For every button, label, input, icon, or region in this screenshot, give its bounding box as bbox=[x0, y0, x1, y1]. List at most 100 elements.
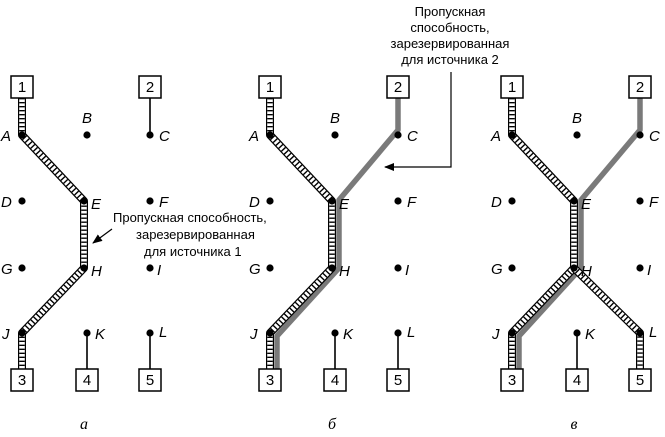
panel-3-node-label-B: B bbox=[572, 110, 582, 127]
panel-1-node-L bbox=[146, 329, 154, 337]
panel-2-node-label-G: G bbox=[249, 261, 261, 278]
panel-3-reserved-paths bbox=[508, 98, 644, 369]
panel-3-node-label-C: C bbox=[649, 128, 660, 145]
panel-1-node-C bbox=[146, 131, 154, 139]
panel-3-node-E bbox=[570, 197, 578, 205]
panel-1-node-D bbox=[18, 197, 26, 205]
panel-1-node-label-I: I bbox=[157, 262, 161, 279]
annotation-source-1: Пропускная способность, зарезервированна… bbox=[92, 210, 267, 259]
panel-2-path-source-1-hatch bbox=[267, 98, 335, 369]
panel-2-sink-box-1 bbox=[258, 368, 282, 392]
panel-1-source-box-2 bbox=[138, 75, 162, 99]
annotation-source-1-line-3: для источника 1 bbox=[144, 244, 242, 259]
panel-2-node-label-B: B bbox=[330, 110, 340, 127]
panel-1-node-label-E: E bbox=[91, 196, 102, 213]
panel-1-node-label-F: F bbox=[159, 194, 169, 211]
panel-2-node-label-J: J bbox=[249, 326, 258, 343]
panel-2-node-H bbox=[328, 264, 336, 272]
panel-3-node-label-L: L bbox=[649, 324, 657, 341]
panel-1-node-label-K: K bbox=[95, 326, 106, 343]
panel-1-sink-box-1-label: 3 bbox=[18, 372, 26, 389]
panel-1-reserved-paths bbox=[18, 98, 151, 369]
panel-1-node-K bbox=[83, 329, 91, 337]
panel-3-node-label-F: F bbox=[649, 194, 659, 211]
panel-2-source-box-2 bbox=[386, 75, 410, 99]
panel-3-path-source-1-to-3-hatch bbox=[509, 98, 577, 369]
panel-3-source-box-1-label: 1 bbox=[508, 79, 516, 96]
panel-2-node-label-K: K bbox=[343, 326, 354, 343]
panel-2-node-G bbox=[266, 264, 274, 272]
panel-2-node-label-L: L bbox=[407, 324, 415, 341]
panel-3-node-D bbox=[508, 197, 516, 205]
panel-3-node-label-E: E bbox=[581, 196, 592, 213]
panel-1-node-B bbox=[83, 131, 91, 139]
panel-2-node-C bbox=[394, 131, 402, 139]
annotation-source-2-line-4: для источника 2 bbox=[401, 52, 499, 67]
panel-2-node-label-H: H bbox=[339, 263, 350, 280]
annotation-source-2: Пропускная способность, зарезервированна… bbox=[384, 4, 510, 171]
panel-2-sink-box-3 bbox=[386, 368, 410, 392]
panel-1-path-source-1-hatch bbox=[19, 98, 87, 369]
panel-2-source-box-1 bbox=[258, 75, 282, 99]
panel-3-path-source-1-to-5-outline bbox=[571, 265, 644, 369]
panel-1-node-E bbox=[80, 197, 88, 205]
panel-3-node-label-A: A bbox=[490, 128, 501, 145]
panel-2-node-label-A: A bbox=[248, 128, 259, 145]
panel-1-node-J bbox=[18, 329, 26, 337]
panel-1-sink-box-3-label: 5 bbox=[146, 372, 154, 389]
panel-2-source-box-1-label: 1 bbox=[266, 79, 274, 96]
annotation-source-2-line-2: способность, bbox=[410, 20, 489, 35]
panel-2-node-D bbox=[266, 197, 274, 205]
panel-2-node-label-D: D bbox=[249, 194, 260, 211]
panel-1-path-source-1-outline bbox=[18, 98, 88, 369]
panel-2-node-J bbox=[266, 329, 274, 337]
panel-3-node-C bbox=[636, 131, 644, 139]
panel-3-sink-box-2-label: 4 bbox=[573, 372, 581, 389]
panel-3-node-G bbox=[508, 264, 516, 272]
panel-3-source-box-2-label: 2 bbox=[636, 79, 644, 96]
panel-1-sink-box-3 bbox=[138, 368, 162, 392]
panel-2-caption: б bbox=[328, 416, 337, 433]
panel-3-sink-box-3 bbox=[628, 368, 652, 392]
panel-3-path-source-2 bbox=[516, 98, 643, 369]
panel-1-node-I bbox=[146, 264, 154, 272]
annotation-source-2-line-1: Пропускная bbox=[415, 4, 486, 19]
panel-3-node-label-I: I bbox=[647, 262, 651, 279]
panel-2-node-label-F: F bbox=[407, 194, 417, 211]
panel-1-source-box-1-label: 1 bbox=[18, 79, 26, 96]
annotation-source-1-line-1: Пропускная способность, bbox=[113, 210, 267, 225]
panel-3-source-box-1 bbox=[500, 75, 524, 99]
panel-1-sink-box-2-label: 4 bbox=[83, 372, 91, 389]
panel-1-node-label-B: B bbox=[82, 110, 92, 127]
panel-2-sink-box-3-label: 5 bbox=[394, 372, 402, 389]
panel-3-node-A bbox=[508, 131, 516, 139]
panel-3-node-I bbox=[636, 264, 644, 272]
panel-1-source-box-2-label: 2 bbox=[146, 79, 154, 96]
panel-3-node-label-G: G bbox=[491, 261, 503, 278]
panel-2-sink-box-1-label: 3 bbox=[266, 372, 274, 389]
panel-2-node-label-I: I bbox=[405, 262, 409, 279]
panel-2-path-source-1-outline bbox=[266, 98, 336, 369]
panel-2-node-I bbox=[394, 264, 402, 272]
panel-1-node-label-H: H bbox=[91, 263, 102, 280]
panel-3-node-J bbox=[508, 329, 516, 337]
annotation-source-2-line-3: зарезервированная bbox=[391, 36, 510, 51]
panel-1-node-G bbox=[18, 264, 26, 272]
panel-1-node-label-A: A bbox=[0, 128, 11, 145]
panel-3-node-L bbox=[636, 329, 644, 337]
panel-3-sink-box-2 bbox=[565, 368, 589, 392]
panel-3-path-source-1-to-3-outline bbox=[508, 98, 578, 369]
panel-3-node-label-K: K bbox=[585, 326, 596, 343]
panel-2-reserved-paths bbox=[266, 98, 401, 369]
panel-2-node-L bbox=[394, 329, 402, 337]
panel-3-node-F bbox=[636, 197, 644, 205]
panel-2-node-label-E: E bbox=[339, 196, 350, 213]
panel-2-node-F bbox=[394, 197, 402, 205]
panel-2-node-A bbox=[266, 131, 274, 139]
panel-3-node-B bbox=[573, 131, 581, 139]
